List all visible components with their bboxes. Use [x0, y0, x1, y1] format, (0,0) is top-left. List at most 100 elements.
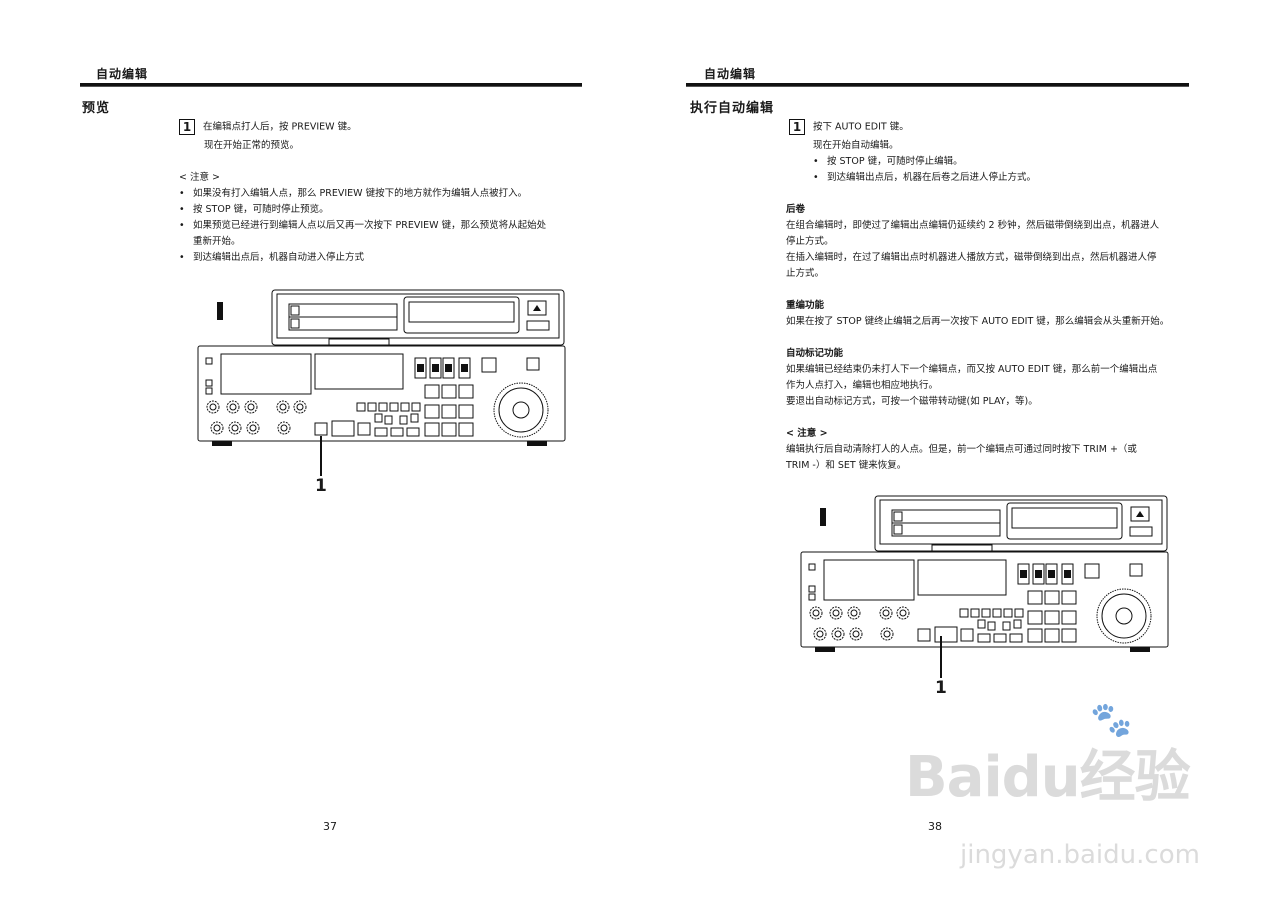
transport-button	[441, 422, 457, 437]
knob	[244, 400, 258, 414]
knob	[847, 606, 861, 620]
knob	[813, 627, 827, 641]
knob	[210, 421, 224, 435]
callout-line	[320, 436, 322, 476]
center-display	[314, 353, 404, 390]
callout-number: 1	[935, 678, 947, 698]
mode-switch	[442, 357, 455, 379]
edit-mode-button	[411, 402, 421, 412]
foot	[1130, 647, 1150, 652]
transport-button	[1044, 590, 1060, 605]
knob	[228, 421, 242, 435]
edit-mode-button	[367, 402, 377, 412]
mode-switch	[429, 357, 442, 379]
baidu-watermark-logo: Baidu经验	[905, 745, 1191, 810]
transport-button	[1044, 628, 1060, 643]
edit-mode-button	[992, 608, 1002, 618]
vtr-front-panel-illustration	[800, 494, 1170, 669]
mode-switch	[1045, 563, 1058, 585]
postroll-title: 后卷	[786, 204, 806, 215]
callout-number: 1	[315, 476, 327, 496]
left-note-item: 如果预览已经进行到编辑人点以后又再一次按下 PREVIEW 键，那么预览将从起始…	[179, 218, 546, 234]
callout-line	[940, 636, 942, 678]
transport-button	[1027, 628, 1043, 643]
reedit-line: 如果在按了 STOP 键终止编辑之后再一次按下 AUTO EDIT 键，那么编辑…	[786, 316, 1170, 327]
transport-button	[441, 384, 457, 399]
auto-edit-button	[331, 420, 355, 437]
preview-button	[314, 422, 328, 436]
edit-mode-button	[356, 402, 366, 412]
step-number-box: 1	[179, 119, 195, 135]
cassette-slot	[403, 296, 520, 334]
mode-switch	[458, 357, 471, 379]
edit-mode-button	[378, 402, 388, 412]
left-display	[823, 559, 915, 601]
left-display	[220, 353, 312, 395]
transport-button	[1061, 628, 1077, 643]
page-number-left: 37	[323, 820, 337, 833]
right-note-line: 编辑执行后自动清除打人的人点。但是，前一个编辑点可通过同时按下 TRIM +（或	[786, 444, 1137, 455]
right-step-1-detail: 现在开始自动编辑。	[813, 140, 899, 151]
left-page-header: 自动编辑	[96, 67, 149, 81]
auto-mark-line: 如果编辑已经结束仍未打人下一个编辑点，而又按 AUTO EDIT 键，那么前一个…	[786, 364, 1158, 375]
edit-mode-button	[970, 608, 980, 618]
preview-button	[917, 628, 931, 642]
eject-icon	[1136, 511, 1144, 517]
transport-button	[441, 404, 457, 419]
right-page-header: 自动编辑	[704, 67, 757, 81]
right-note-title: < 注意 >	[786, 428, 828, 439]
knob	[277, 421, 291, 435]
upper-housing	[271, 289, 565, 346]
center-display	[917, 559, 1007, 596]
left-section-title: 预览	[82, 101, 111, 116]
right-step-bullet: 到达编辑出点后，机器在后卷之后进人停止方式。	[813, 170, 1036, 186]
postroll-line: 在组合编辑时，即使过了编辑出点编辑仍延续约 2 秒钟，然后磁带倒绕到出点，机器进…	[786, 220, 1160, 231]
transport-button	[1044, 610, 1060, 625]
step-text: 按下 AUTO EDIT 键。	[813, 121, 909, 133]
transport-button	[458, 384, 474, 399]
transport-button	[1027, 590, 1043, 605]
mode-switch	[1032, 563, 1045, 585]
knob	[293, 400, 307, 414]
main-body	[197, 345, 566, 442]
upper-housing	[874, 495, 1168, 552]
postroll-line: 止方式。	[786, 268, 825, 279]
postroll-line: 停止方式。	[786, 236, 834, 247]
transport-button	[1061, 590, 1077, 605]
edit-mode-button	[959, 608, 969, 618]
left-note-title: < 注意 >	[179, 172, 220, 183]
jog-dial	[1096, 588, 1152, 644]
power-switch	[217, 302, 223, 320]
foot	[815, 647, 835, 652]
left-step-1-detail: 现在开始正常的预览。	[204, 140, 300, 151]
knob	[276, 400, 290, 414]
right-note-line: TRIM -）和 SET 键来恢复。	[786, 460, 907, 471]
reedit-title: 重编功能	[786, 300, 825, 311]
knob	[879, 606, 893, 620]
auto-mark-line: 作为人点打入，编辑也相应地执行。	[786, 380, 939, 391]
jog-dial	[493, 382, 549, 438]
auto-edit-button	[934, 626, 958, 643]
transport-button	[424, 384, 440, 399]
mode-switch	[1017, 563, 1030, 585]
eject-button	[1130, 506, 1150, 522]
edit-mode-button	[389, 402, 399, 412]
mode-switch	[414, 357, 427, 379]
transport-button	[458, 422, 474, 437]
right-header-rule	[686, 83, 1189, 87]
knob	[226, 400, 240, 414]
right-section-title: 执行自动编辑	[690, 101, 775, 116]
transport-button	[424, 422, 440, 437]
foot	[527, 441, 547, 446]
knob	[246, 421, 260, 435]
knob	[809, 606, 823, 620]
transport-button	[1061, 610, 1077, 625]
right-step-bullet: 按 STOP 键，可随时停止编辑。	[813, 154, 963, 170]
mode-switch	[1061, 563, 1074, 585]
transport-button	[1027, 610, 1043, 625]
auto-mark-title: 自动标记功能	[786, 348, 844, 359]
postroll-line: 在插入编辑时，在过了编辑出点时机器进人播放方式，磁带倒绕到出点，然后机器进人停	[786, 252, 1157, 263]
knob	[896, 606, 910, 620]
left-note-item: 如果没有打入编辑人点，那么 PREVIEW 键按下的地方就作为编辑人点被打入。	[179, 186, 527, 202]
